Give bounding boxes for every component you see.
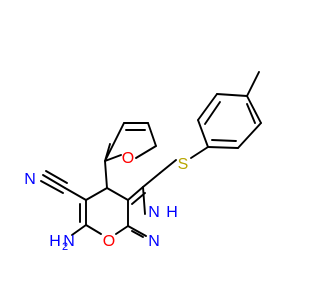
bond-c7a-n1: [127, 225, 147, 237]
bond-c6-o: [85, 224, 102, 235]
bond-furan-o-c2: [104, 154, 122, 162]
bond-ar6-ar1: [207, 146, 239, 149]
bond-c6-nh2: [71, 224, 87, 236]
bond-ar2-ar3: [197, 93, 218, 121]
bond-o-c7a: [115, 225, 129, 235]
bond-c5-cn: [64, 187, 87, 201]
bond-methyl: [246, 71, 260, 97]
bond-c3-ch2: [142, 172, 161, 188]
bond-nitrile-3: [40, 180, 64, 194]
bond-ar3-ar4: [216, 93, 248, 97]
amine-h-label: H: [49, 233, 61, 250]
ring-oxygen-label: O: [103, 233, 115, 250]
bond-ch2-s: [159, 159, 177, 174]
bond-c4-c3a: [106, 187, 129, 201]
bond-nitrile-2: [45, 170, 68, 184]
bond-ar-double-2: [246, 103, 256, 124]
molecule-structure: O O S N N N H H 2 N: [24, 71, 262, 253]
bond-furan-c2-c3b: [104, 143, 111, 162]
pyrazole-nh-hydrogen-label: H: [166, 204, 178, 221]
bond-furan-c2-c3: [104, 122, 125, 162]
sulfur-label: S: [178, 156, 189, 173]
bond-ar-double-1: [204, 101, 221, 125]
amine-nitrogen-label: N: [63, 233, 75, 250]
nitrile-nitrogen-label: N: [24, 171, 36, 188]
bond-ar5-ar6: [237, 122, 262, 149]
amine-subscript-label: 2: [62, 241, 68, 253]
bond-nitrile-1: [42, 174, 66, 189]
pyrazole-nh-label: N: [148, 204, 160, 221]
bond-c3a-c3: [127, 186, 144, 201]
bond-ar-double-3: [211, 139, 237, 142]
bond-furan-c4-c5: [147, 122, 157, 147]
bond-ar1-ar2: [197, 119, 209, 148]
bond-furan-c5-o: [135, 145, 157, 159]
bond-furan-to-c4: [104, 160, 108, 189]
pyrazole-n1-label: N: [148, 233, 160, 250]
bond-c7a-n1-inner: [131, 230, 144, 238]
bond-c4-c5: [85, 187, 108, 201]
bond-ar4-ar5: [246, 95, 262, 124]
furan-oxygen-label: O: [122, 150, 134, 167]
bond-s-aryl: [190, 146, 209, 159]
bond-c3-n2: [142, 186, 146, 215]
